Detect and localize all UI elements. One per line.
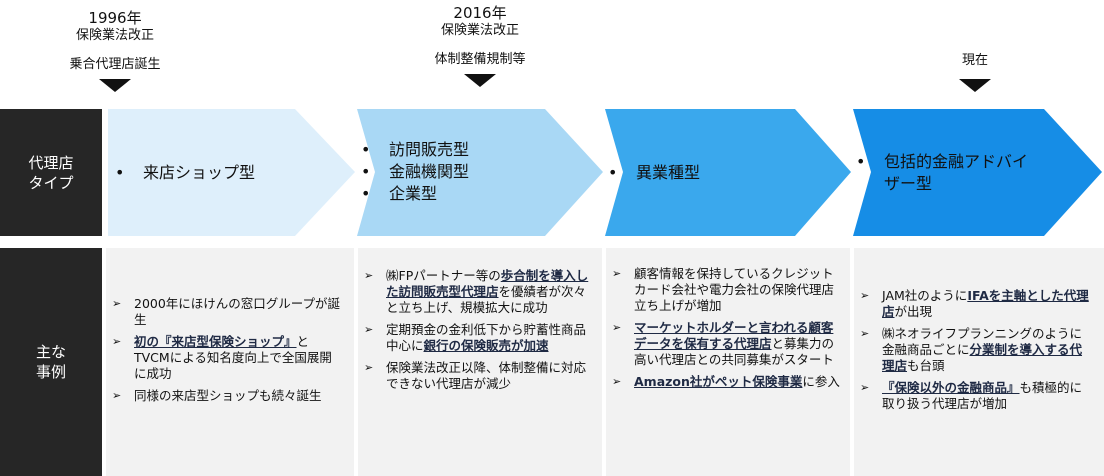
stage-chevron-band bbox=[108, 109, 1102, 236]
milestone-1996: 1996年 保険業法改正 乗合代理店誕生 bbox=[50, 10, 180, 92]
case-text: 2000年にほけんの窓口グループが誕生 bbox=[134, 296, 341, 327]
milestone-event: 保険業法改正 bbox=[440, 23, 519, 38]
case-text: JAM社のように bbox=[882, 288, 968, 303]
case-text: も台頭 bbox=[907, 358, 945, 373]
case-text: を優績者が次々と立ち上げ、規模拡大に成功 bbox=[386, 284, 587, 315]
case-item: ㈱FPパートナー等の歩合制を導入した訪問販売型代理店を優績者が次々と立ち上げ、規… bbox=[362, 268, 592, 316]
row-label-type: 代理店タイプ bbox=[0, 109, 102, 236]
case-highlight: 初の『来店型保険ショップ』 bbox=[134, 334, 297, 349]
stage-cases-4: JAM社のようにIFAを主軸とした代理店が出現㈱ネオライフプランニングのように金… bbox=[854, 248, 1104, 476]
row-label-line: 代理店 bbox=[28, 153, 74, 172]
case-text: が出現 bbox=[894, 304, 933, 319]
case-highlight: マーケットホルダーと言われる顧客データを保有する代理店 bbox=[634, 320, 834, 351]
case-text: 顧客情報を保持しているクレジットカード会社や電力会社の保険代理店立ち上げが増加 bbox=[634, 266, 835, 313]
case-highlight: Amazon社がペット保険事業 bbox=[634, 374, 803, 389]
stage-types-1: 来店ショップ型 bbox=[115, 162, 345, 184]
milestone-marker-icon bbox=[464, 74, 496, 87]
stage-cases-3: 顧客情報を保持しているクレジットカード会社や電力会社の保険代理店立ち上げが増加マ… bbox=[606, 248, 850, 476]
row-label-line: 主な bbox=[35, 343, 66, 361]
milestone-note: 体制整備規制等 bbox=[434, 52, 526, 67]
stage-type-item: 企業型 bbox=[361, 183, 561, 205]
case-highlight: IFAを主軸とした代理店 bbox=[882, 288, 1089, 319]
case-text: 定期預金の金利低下から貯蓄性商品中心に bbox=[386, 322, 587, 353]
case-text: ㈱ネオライフプランニングのように金融商品ごとに bbox=[882, 326, 1083, 357]
milestone-2016: 2016年 保険業法改正 体制整備規制等 bbox=[410, 5, 550, 87]
case-item: 顧客情報を保持しているクレジットカード会社や電力会社の保険代理店立ち上げが増加 bbox=[610, 266, 842, 314]
stage-type-item: 包括的金融アドバイザー型 bbox=[856, 151, 1034, 195]
milestone-now: 現在 bbox=[935, 52, 1015, 92]
case-highlight: 歩合制を導入した訪問販売型代理店 bbox=[386, 268, 589, 299]
case-text: に参入 bbox=[802, 374, 840, 389]
stage-type-item: 訪問販売型 bbox=[361, 139, 561, 161]
case-item: 初の『来店型保険ショップ』とTVCMによる知名度向上で全国展開に成功 bbox=[110, 334, 344, 382]
milestone-event: 保険業法改正 bbox=[75, 28, 154, 43]
case-text: ㈱FPパートナー等の bbox=[386, 268, 501, 283]
case-item: 2000年にほけんの窓口グループが誕生 bbox=[110, 296, 344, 328]
milestone-note: 乗合代理店誕生 bbox=[69, 57, 161, 72]
row-label-cases: 主な事例 bbox=[0, 248, 102, 476]
stage-type-item: 来店ショップ型 bbox=[115, 162, 345, 184]
milestone-year: 現在 bbox=[961, 53, 988, 68]
case-text: と募集力の高い代理店との共同募集がスタート bbox=[634, 336, 835, 367]
milestone-year: 2016年 bbox=[453, 4, 507, 22]
case-text: 保険業法改正以降、体制整備に対応できない代理店が減少 bbox=[386, 360, 587, 391]
stage-type-item: 金融機関型 bbox=[361, 161, 561, 183]
milestone-marker-icon bbox=[99, 79, 131, 92]
stage-cases-1: 2000年にほけんの窓口グループが誕生初の『来店型保険ショップ』とTVCMによる… bbox=[106, 248, 354, 476]
case-item: Amazon社がペット保険事業に参入 bbox=[610, 374, 842, 390]
case-item: 同様の来店型ショップも続々誕生 bbox=[110, 388, 344, 404]
stage-type-item: 異業種型 bbox=[608, 162, 808, 184]
case-item: マーケットホルダーと言われる顧客データを保有する代理店と募集力の高い代理店との共… bbox=[610, 320, 842, 368]
case-item: 保険業法改正以降、体制整備に対応できない代理店が減少 bbox=[362, 360, 592, 392]
case-text: とTVCMによる知名度向上で全国展開に成功 bbox=[134, 334, 332, 381]
case-item: ㈱ネオライフプランニングのように金融商品ごとに分業制を導入する代理店も台頭 bbox=[858, 326, 1094, 374]
case-item: 『保険以外の金融商品』も積極的に取り扱う代理店が増加 bbox=[858, 380, 1094, 412]
case-highlight: 銀行の保険販売が加速 bbox=[423, 338, 549, 353]
stage-types-3: 異業種型 bbox=[608, 162, 808, 184]
row-label-line: タイプ bbox=[28, 173, 74, 192]
case-item: JAM社のようにIFAを主軸とした代理店が出現 bbox=[858, 288, 1094, 320]
stage-types-4: 包括的金融アドバイザー型 bbox=[856, 151, 1086, 195]
stage-cases-2: ㈱FPパートナー等の歩合制を導入した訪問販売型代理店を優績者が次々と立ち上げ、規… bbox=[358, 248, 602, 476]
row-label-line: 事例 bbox=[35, 363, 66, 381]
case-highlight: 分業制を導入する代理店 bbox=[882, 342, 1083, 373]
case-item: 定期預金の金利低下から貯蓄性商品中心に銀行の保険販売が加速 bbox=[362, 322, 592, 354]
stage-types-2: 訪問販売型金融機関型企業型 bbox=[361, 139, 561, 205]
case-highlight: 『保険以外の金融商品』 bbox=[882, 380, 1020, 395]
milestone-year: 1996年 bbox=[88, 9, 142, 27]
milestone-marker-icon bbox=[959, 79, 991, 92]
case-text: 同様の来店型ショップも続々誕生 bbox=[134, 388, 322, 403]
case-text: も積極的に取り扱う代理店が増加 bbox=[882, 380, 1083, 411]
